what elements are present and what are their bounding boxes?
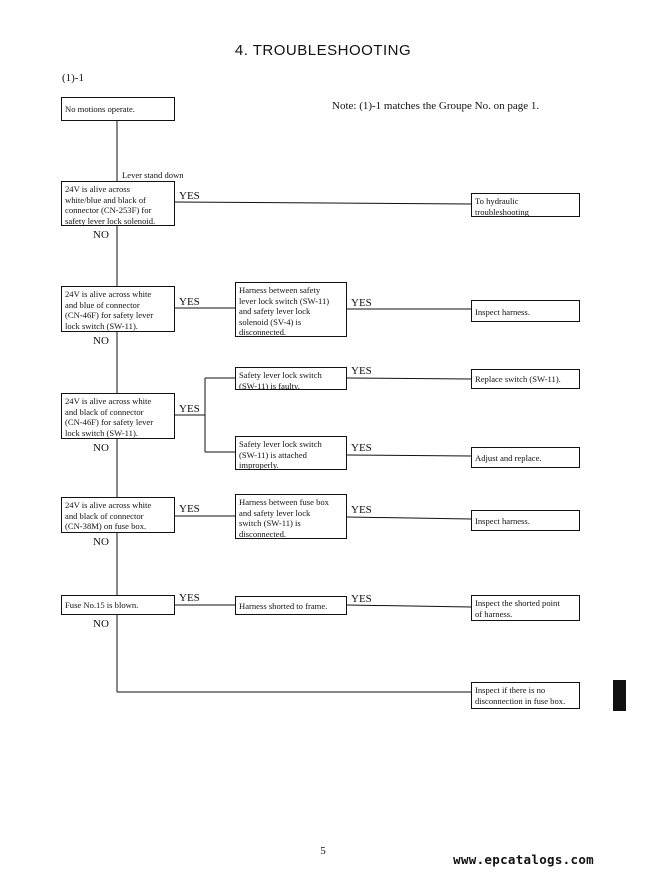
cause-box-3a: Safety lever lock switch (SW-11) is faul… bbox=[235, 367, 347, 390]
result-box-replace-switch: Replace switch (SW-11). bbox=[471, 369, 580, 389]
result-box-fuse-box: Inspect if there is no disconnection in … bbox=[471, 682, 580, 709]
question-box-4: 24V is alive across white and black of c… bbox=[61, 497, 175, 533]
yes-label-3: YES bbox=[179, 403, 200, 415]
no-label-4: NO bbox=[93, 536, 109, 548]
yes-label-2b: YES bbox=[351, 297, 372, 309]
yes-label-3b: YES bbox=[351, 442, 372, 454]
question-box-2: 24V is alive across white and blue of co… bbox=[61, 286, 175, 332]
result-box-inspect-harness-1: Inspect harness. bbox=[471, 300, 580, 322]
page-number: 5 bbox=[320, 845, 326, 857]
cause-box-5: Harness shorted to frame. bbox=[235, 596, 347, 615]
page-title: 4. TROUBLESHOOTING bbox=[234, 42, 412, 59]
group-number: (1)-1 bbox=[62, 72, 84, 84]
yes-label-5a: YES bbox=[179, 592, 200, 604]
yes-label-1: YES bbox=[179, 190, 200, 202]
lever-stand-down-label: Lever stand down bbox=[122, 170, 184, 180]
note-text: Note: (1)-1 matches the Groupe No. on pa… bbox=[332, 100, 540, 112]
no-label-1: NO bbox=[93, 229, 109, 241]
result-box-hydraulic: To hydraulic troubleshooting bbox=[471, 193, 580, 217]
result-box-adjust-replace: Adjust and replace. bbox=[471, 447, 580, 468]
question-box-5: Fuse No.15 is blown. bbox=[61, 595, 175, 615]
yes-label-3a: YES bbox=[351, 365, 372, 377]
no-label-2: NO bbox=[93, 335, 109, 347]
yes-label-4b: YES bbox=[351, 504, 372, 516]
start-box: No motions operate. bbox=[61, 97, 175, 121]
no-label-3: NO bbox=[93, 442, 109, 454]
cause-box-4: Harness between fuse box and safety leve… bbox=[235, 494, 347, 539]
section-tab-marker bbox=[613, 680, 626, 711]
yes-label-5b: YES bbox=[351, 593, 372, 605]
result-box-shorted-point: Inspect the shorted point of harness. bbox=[471, 595, 580, 621]
question-box-1: 24V is alive across white/blue and black… bbox=[61, 181, 175, 226]
website-footer: www.epcatalogs.com bbox=[453, 852, 594, 867]
question-box-3: 24V is alive across white and black of c… bbox=[61, 393, 175, 439]
result-box-inspect-harness-2: Inspect harness. bbox=[471, 510, 580, 531]
no-label-5: NO bbox=[93, 618, 109, 630]
yes-label-2a: YES bbox=[179, 296, 200, 308]
cause-box-2: Harness between safety lever lock switch… bbox=[235, 282, 347, 337]
cause-box-3b: Safety lever lock switch (SW-11) is atta… bbox=[235, 436, 347, 470]
yes-label-4a: YES bbox=[179, 503, 200, 515]
